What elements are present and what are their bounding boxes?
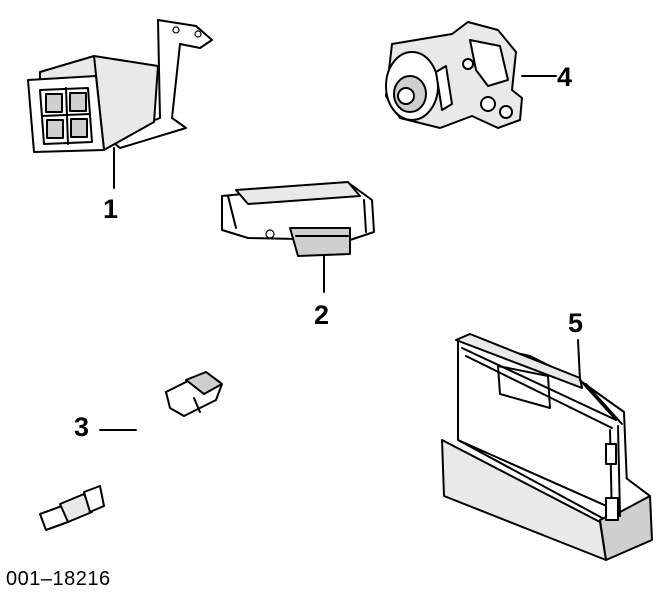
- callout-5: 5: [568, 308, 584, 338]
- part-2-sensor: [221, 181, 375, 293]
- part-1-relay-module: [27, 19, 213, 189]
- callout-2: 2: [314, 300, 330, 330]
- part-5-control-module: [441, 333, 653, 561]
- part-4-valve: [385, 21, 557, 129]
- callout-1: 1: [103, 194, 119, 224]
- diagram-code: 001–18216: [6, 568, 111, 590]
- callout-3: 3: [74, 412, 90, 442]
- callout-4: 4: [557, 62, 573, 92]
- part-3-oxygen-sensor: [39, 371, 223, 531]
